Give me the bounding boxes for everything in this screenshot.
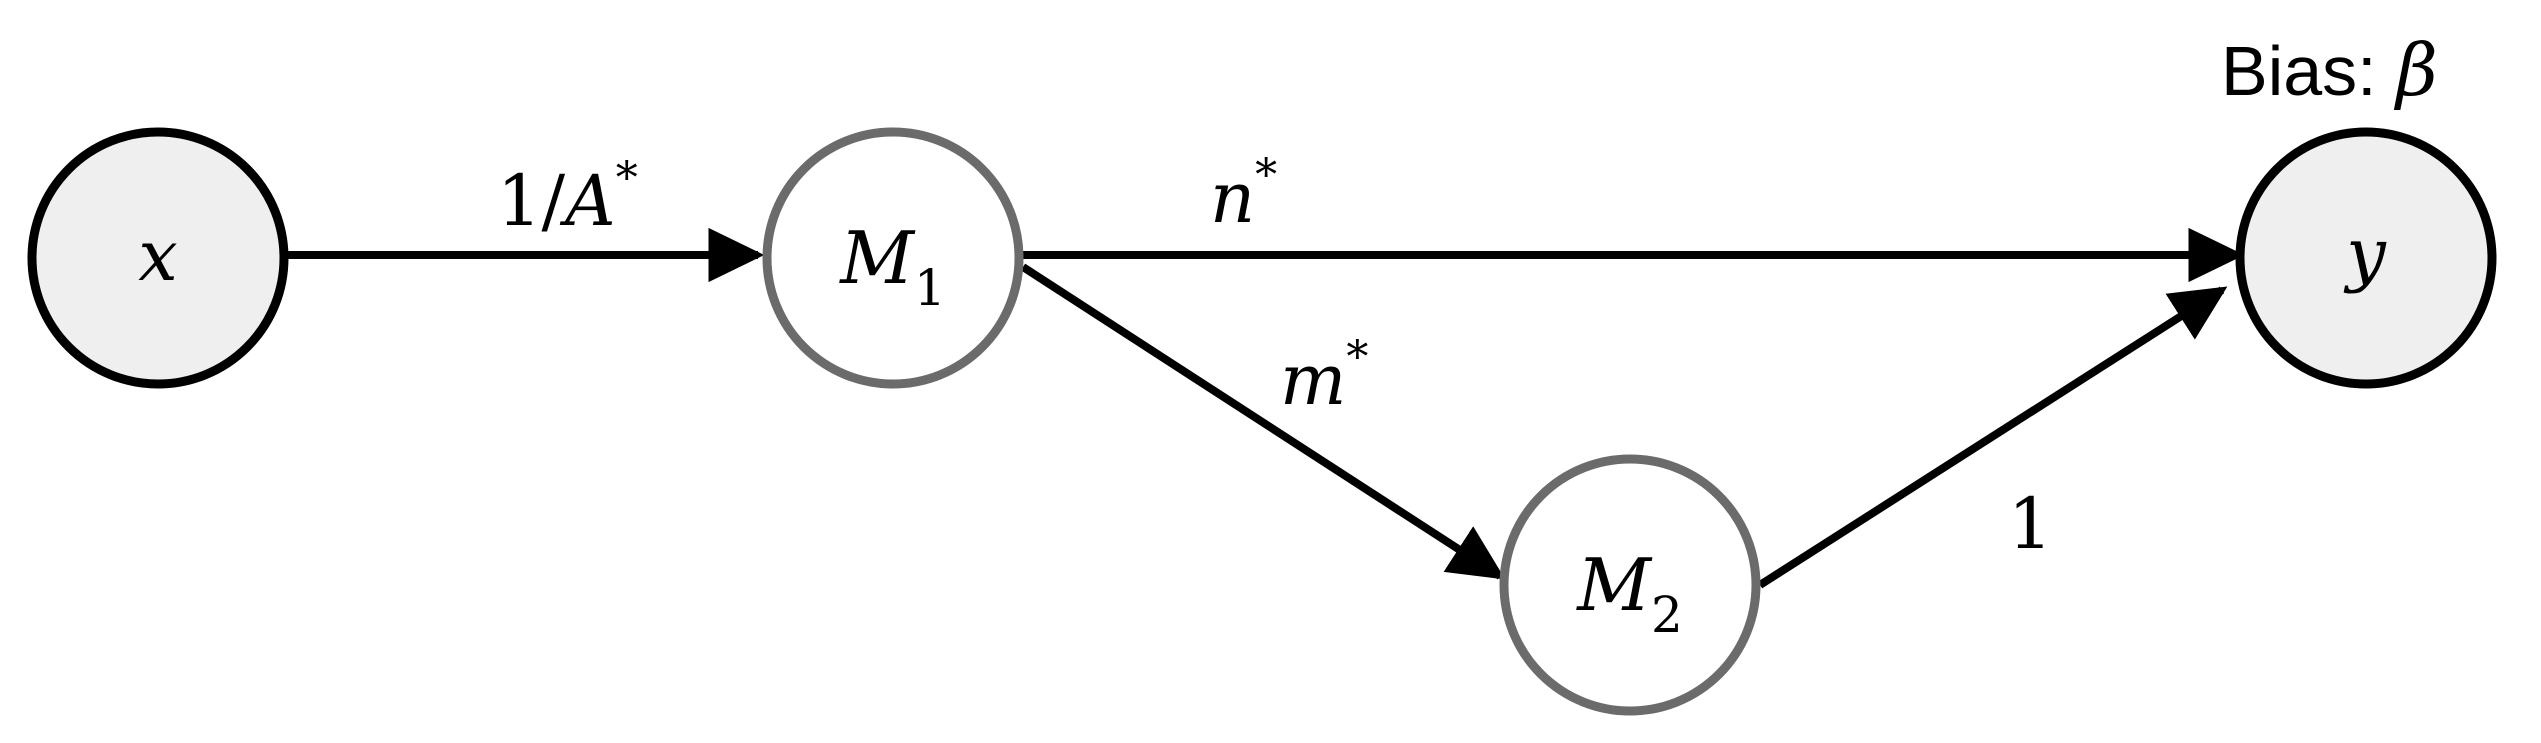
edge-label-x-m1-sup: * [616,153,638,204]
node-m1-subscript: 1 [914,259,946,317]
node-x: x [27,127,289,389]
edge-label-m2-y: 1 [2008,483,2053,565]
edge-label-m1-y-var: n [1210,157,1255,239]
bias-symbol: β [2393,28,2438,112]
edge-m2-to-y [1757,286,2228,589]
bias-prefix: Bias: [2221,32,2396,110]
node-m2-subscript: 2 [1651,586,1683,644]
node-m1: M1 [762,127,1024,389]
node-m2: M2 [1499,454,1761,716]
edge-label-x-m1: 1/A* [497,153,638,242]
node-m1-label: M [838,216,916,300]
edge-label-m1-m2-sup: * [1346,332,1368,383]
edge-label-x-m1-var: A [559,160,616,242]
bias-annotation: Bias: β [2221,28,2438,112]
edge-label-m1-y: n* [1210,150,1277,239]
node-y: y [2235,127,2497,389]
edge-label-m1-m2-var: m [1280,339,1346,421]
edge-label-x-m1-num: 1/ [497,160,566,242]
svg-text:M1: M1 [838,216,946,317]
edge-m1-to-m2 [1020,263,1506,580]
edge-label-m1-m2: m* [1280,332,1368,421]
node-m2-label: M [1575,543,1653,627]
node-y-label: y [2343,213,2387,295]
edge-label-m1-y-sup: * [1255,150,1277,201]
node-x-label: x [138,215,177,297]
svg-text:M2: M2 [1575,543,1683,644]
